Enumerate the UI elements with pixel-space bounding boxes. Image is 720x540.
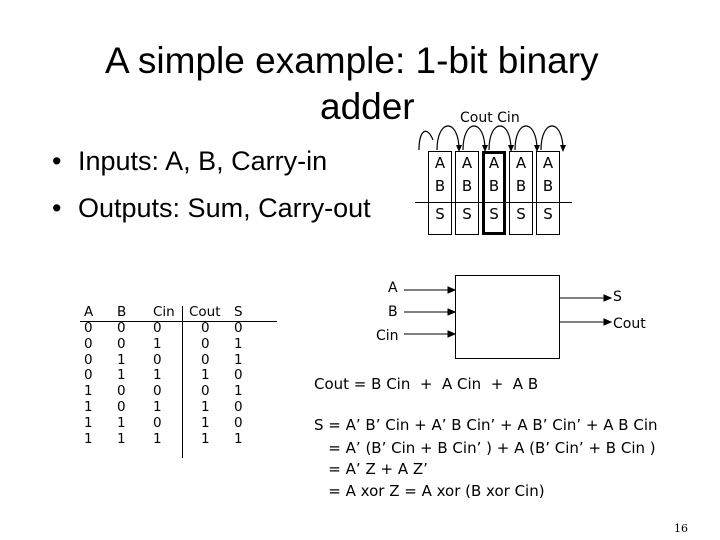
block-io-arrows bbox=[404, 286, 613, 338]
carry-arrows bbox=[418, 125, 566, 152]
sum-divider-line bbox=[415, 202, 572, 203]
s-equation-line: = A’ (B’ Cin + B Cin’ ) + A (B’ Cin’ + B… bbox=[314, 439, 656, 457]
bullet-dot-icon: • bbox=[52, 193, 62, 223]
cell-b-label: B bbox=[461, 177, 473, 195]
carry-label: Cout Cin bbox=[460, 110, 520, 126]
cell-s-label: S bbox=[543, 205, 553, 223]
cell-s-label: S bbox=[435, 205, 445, 223]
carry-arrow bbox=[514, 125, 538, 151]
cell-a-label: A bbox=[488, 154, 500, 172]
slide-title-line1: A simple example: 1-bit binary bbox=[105, 40, 599, 81]
tt-header-s: S bbox=[234, 304, 243, 320]
s-equation-line: = A xor Z = A xor (B xor Cin) bbox=[314, 482, 545, 500]
cell-b-label: B bbox=[515, 177, 527, 195]
bullet-inputs: • Inputs: A, B, Carry-in bbox=[52, 146, 327, 177]
bullet-outputs-text: Outputs: Sum, Carry-out bbox=[78, 193, 371, 223]
tt-header-cout: Cout bbox=[189, 304, 221, 320]
cell-a-label: A bbox=[542, 154, 554, 172]
tt-col-cout: 0 0 0 1 0 1 1 1 bbox=[201, 320, 210, 447]
bullet-outputs: • Outputs: Sum, Carry-out bbox=[52, 193, 371, 224]
s-equation-line: S = A’ B’ Cin + A’ B Cin’ + A B’ Cin’ + … bbox=[314, 416, 658, 434]
tt-header-underline bbox=[80, 321, 277, 322]
tt-vertical-divider bbox=[182, 306, 183, 458]
block-output-cout: Cout bbox=[613, 316, 646, 332]
cell-a-label: A bbox=[434, 154, 446, 172]
cell-a-label: A bbox=[461, 154, 473, 172]
carry-arrow bbox=[488, 125, 512, 151]
adder-cell bbox=[428, 151, 452, 235]
cell-s-label: S bbox=[462, 205, 472, 223]
tt-header-a: A bbox=[84, 304, 94, 320]
cell-b-label: B bbox=[542, 177, 554, 195]
tt-col-s: 0 1 1 0 1 0 0 1 bbox=[234, 320, 243, 447]
adder-block bbox=[455, 275, 560, 359]
slide-title-line2: adder bbox=[320, 86, 415, 127]
block-output-s: S bbox=[613, 289, 622, 305]
adder-cell bbox=[455, 151, 479, 235]
adder-cell bbox=[536, 151, 560, 235]
tt-header-b: B bbox=[117, 304, 127, 320]
carry-arrow bbox=[462, 125, 486, 151]
tt-col-a: 0 0 0 0 1 1 1 1 bbox=[84, 320, 93, 447]
page-number: 16 bbox=[674, 522, 688, 535]
cell-s-label: S bbox=[516, 205, 526, 223]
cell-b-label: B bbox=[488, 177, 500, 195]
cell-b-label: B bbox=[434, 177, 446, 195]
adder-cell-highlighted bbox=[482, 151, 506, 235]
cell-s-label: S bbox=[489, 205, 499, 223]
bullet-dot-icon: • bbox=[52, 146, 62, 176]
tt-col-b: 0 0 1 1 0 0 1 1 bbox=[117, 320, 126, 447]
adder-cell bbox=[509, 151, 533, 235]
tt-col-cin: 0 1 0 1 0 1 0 1 bbox=[153, 320, 162, 447]
bullet-inputs-text: Inputs: A, B, Carry-in bbox=[78, 146, 328, 176]
block-input-cin: Cin bbox=[376, 328, 399, 344]
block-input-a: A bbox=[388, 280, 398, 296]
cell-a-label: A bbox=[515, 154, 527, 172]
s-equation-line: = A’ Z + A Z’ bbox=[314, 460, 428, 478]
carry-arrow bbox=[418, 130, 434, 151]
carry-arrow bbox=[540, 125, 564, 151]
tt-header-cin: Cin bbox=[153, 304, 175, 320]
cout-equation: Cout = B Cin + A Cin + A B bbox=[314, 375, 539, 393]
block-input-b: B bbox=[388, 304, 398, 320]
carry-arrow bbox=[436, 125, 460, 151]
